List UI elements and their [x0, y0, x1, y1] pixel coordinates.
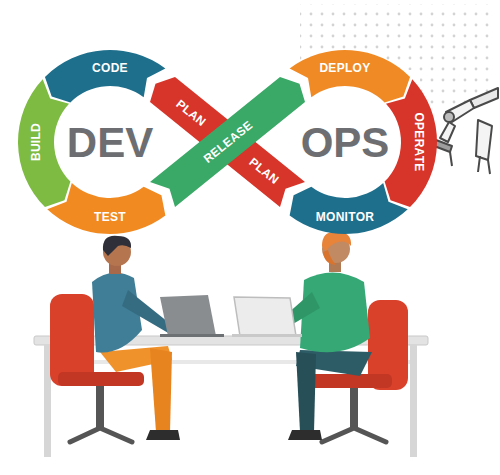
segment-outline [385, 79, 437, 207]
left-laptop [160, 295, 224, 337]
process-segment: RELEASE [150, 77, 305, 207]
segment-outline [18, 79, 70, 207]
robot-arm [430, 88, 498, 174]
process-segment: DEPLOY [290, 50, 410, 102]
segment-label: DEPLOY [319, 62, 370, 74]
process-segment: OPERATE [385, 79, 437, 207]
process-segment: TEST [47, 183, 165, 234]
process-segment: MONITOR [290, 183, 408, 234]
segment-label: MONITOR [316, 211, 375, 223]
loop-label: OPS [301, 122, 390, 164]
segment-outline [215, 130, 305, 208]
process-segment: BUILD [18, 79, 70, 207]
left-person [92, 236, 184, 440]
segment-outline [290, 50, 410, 102]
segment-label: OPERATE [413, 112, 425, 171]
right-laptop [232, 297, 302, 337]
segment-outline [47, 183, 165, 234]
segment-label: CODE [92, 62, 128, 74]
loop-label: DEV [67, 122, 153, 164]
segment-label: BUILD [30, 123, 42, 161]
segment-label: TEST [94, 211, 126, 223]
process-segment: CODE [45, 50, 165, 102]
segment-outline [45, 50, 165, 102]
segment-outline [150, 77, 305, 207]
segment-outline [290, 183, 408, 234]
